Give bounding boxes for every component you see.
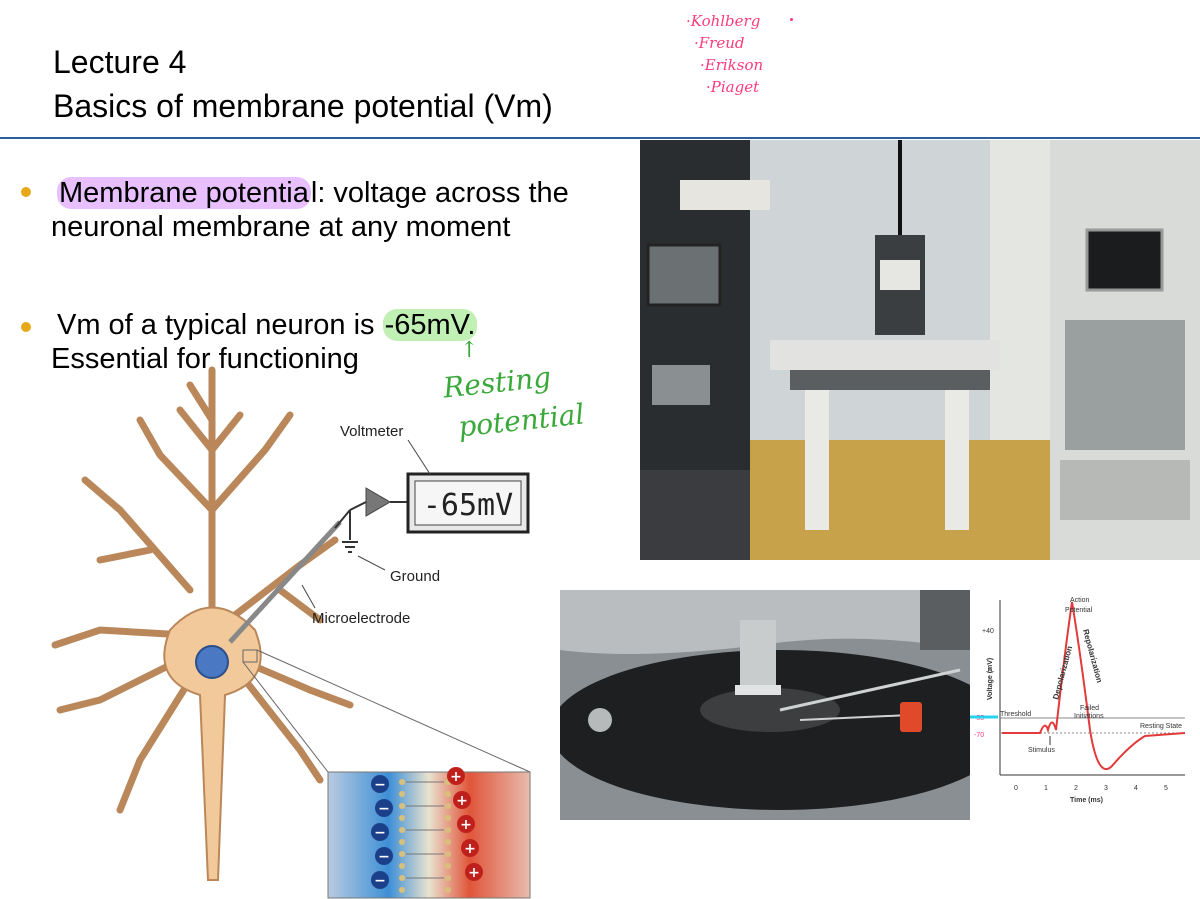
- negative-charge: −: [374, 873, 386, 889]
- positive-charge: +: [460, 817, 472, 833]
- lab-rig-photo: [640, 140, 1200, 560]
- x-tick: 4: [1134, 785, 1138, 792]
- bullet-2-text: Vm of a typical neuron is: [57, 309, 383, 341]
- membrane-lipids: [399, 779, 451, 893]
- slide-title-line2: Basics of membrane potential (Vm): [53, 88, 553, 124]
- peak-label: Potential: [1065, 607, 1093, 614]
- action-potential-graph: +40 0 -55 -70 0 1 2 3 4 5 Action Potenti…: [970, 590, 1200, 810]
- threshold-label: Threshold: [1000, 711, 1031, 718]
- highlighted-value: -65mV.: [382, 309, 478, 341]
- bullet-marker: [21, 322, 31, 332]
- positive-charge: +: [450, 769, 462, 785]
- bullet-2: Vm of a typical neuron is -65mV. Essenti…: [51, 308, 611, 376]
- microelectrode-label: Microelectrode: [312, 610, 410, 627]
- bullet-1-text: l: voltage across the neuronal membrane …: [51, 177, 569, 243]
- microelectrode: [228, 520, 342, 644]
- stimulus-label: Stimulus: [1028, 747, 1055, 754]
- ground-label: Ground: [390, 568, 440, 585]
- title-divider: [0, 137, 1200, 139]
- handwritten-name: ·Erikson: [700, 56, 764, 74]
- bullet-marker: [21, 187, 31, 197]
- handwritten-names: ·Kohlberg ·Freud ·Erikson ·Piaget: [686, 10, 763, 98]
- bullet-2-text-continued: Essential for functioning: [51, 343, 359, 375]
- failed-label: Initiations: [1074, 713, 1104, 720]
- peak-label: Action: [1070, 597, 1090, 604]
- handwritten-name: ·Freud: [694, 34, 745, 52]
- positive-charge: +: [468, 865, 480, 881]
- x-axis-label: Time (ms): [1070, 797, 1103, 804]
- neuron-nucleus: [195, 645, 229, 679]
- pen-dot: [790, 18, 793, 21]
- voltmeter-display: -65mV: [423, 488, 513, 523]
- x-tick: 2: [1074, 785, 1078, 792]
- positive-charge: +: [456, 793, 468, 809]
- failed-label: Failed: [1080, 705, 1099, 712]
- highlighted-term: Membrane potentia: [57, 177, 311, 209]
- x-tick: 1: [1044, 785, 1048, 792]
- bullet-1: Membrane potential: voltage across the n…: [51, 176, 611, 244]
- y-tick: -70: [974, 732, 984, 739]
- handwritten-name: ·Kohlberg: [686, 12, 761, 30]
- positive-charge: +: [464, 841, 476, 857]
- membrane-tails: [406, 781, 444, 879]
- neuron-dendrites: [51, 366, 354, 814]
- microscope-stage-photo: [560, 590, 970, 820]
- ap-curve: [1002, 601, 1186, 770]
- x-tick: 5: [1164, 785, 1168, 792]
- neuron-soma: [163, 606, 262, 881]
- neuron-diagram: -65mV Voltmeter Ground Microelectrode − …: [51, 366, 531, 899]
- voltmeter-label: Voltmeter: [340, 423, 403, 440]
- membrane-inset: [327, 771, 531, 899]
- y-tick: +40: [982, 628, 994, 635]
- y-axis-label: Voltage (mV): [987, 658, 994, 700]
- amplifier-icon: [365, 487, 391, 517]
- y-tick: 0: [988, 668, 992, 675]
- negative-charge: −: [374, 777, 386, 793]
- negative-charge: −: [374, 825, 386, 841]
- slide-title-line1: Lecture 4: [53, 44, 187, 80]
- resting-state-label: Resting State: [1140, 723, 1182, 730]
- x-tick: 0: [1014, 785, 1018, 792]
- x-tick: 3: [1104, 785, 1108, 792]
- negative-charge: −: [378, 849, 390, 865]
- handwritten-name: ·Piaget: [706, 78, 760, 96]
- negative-charge: −: [378, 801, 390, 817]
- annotation-arrow: ↑: [460, 338, 479, 363]
